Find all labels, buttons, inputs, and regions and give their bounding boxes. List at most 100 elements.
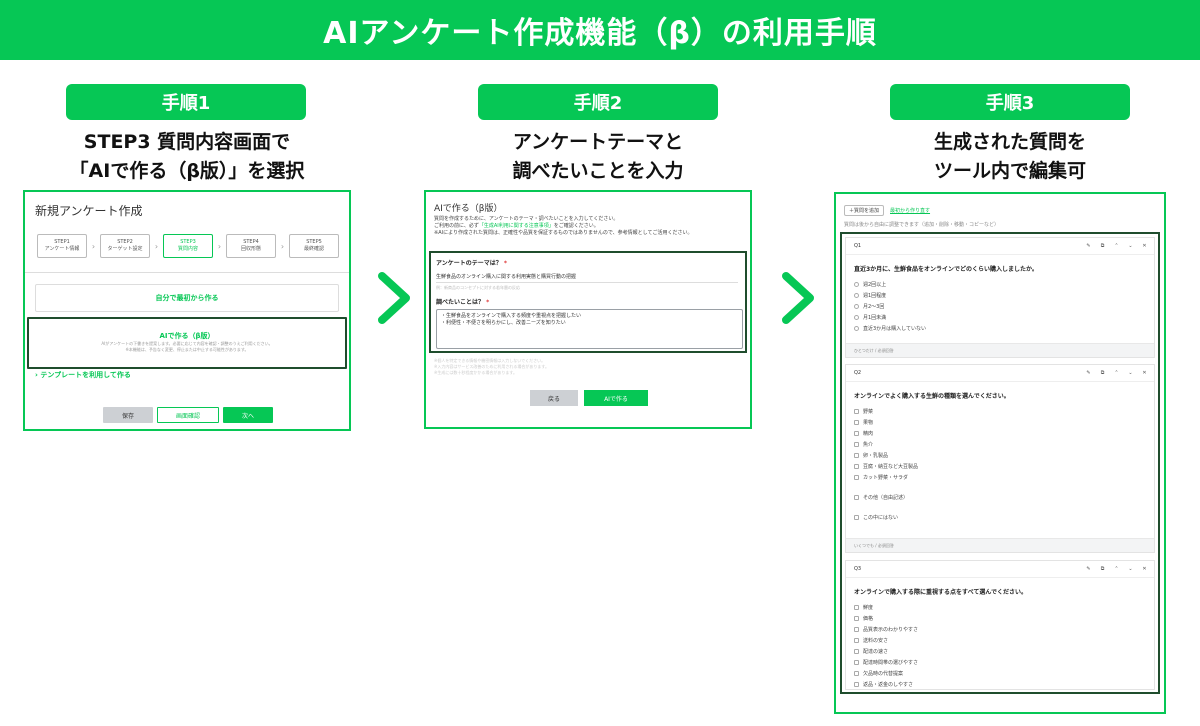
step-desc-3: 生成された質問を ツール内で編集可 (840, 128, 1180, 186)
copy-icon[interactable]: ⧉ (1100, 566, 1105, 572)
edit-icon[interactable]: ✎ (1086, 370, 1091, 376)
move-up-icon[interactable]: ⌃ (1114, 370, 1119, 376)
delete-icon[interactable]: ✕ (1142, 370, 1147, 376)
option-item[interactable]: 配達の速さ (854, 646, 1146, 657)
ai-option-note-2: ※本機能は、予告なく変更、停止または中止する可能性があります。 (125, 347, 249, 352)
question-toolbar: ＋質問を追加 最初から作り直す (844, 205, 930, 216)
checkbox-icon (854, 420, 859, 425)
create-with-ai-option[interactable]: AIで作る（β版） AIがアンケートの下書きを提案します。必要に応じて内容を確認… (27, 317, 347, 369)
preview-button[interactable]: 画面確認 (157, 407, 219, 423)
ai-create-title: AIで作る（β版） (434, 204, 503, 214)
edit-note: 質問は後から自由に調整できます（追加・削除・移動・コピーなど） (844, 222, 1000, 228)
intro-line-3: ※AIにより作成された質問は、正確性や品質を保証するものではありませんので、参考… (434, 230, 693, 236)
checkbox-icon (854, 605, 859, 610)
checkbox-icon (854, 409, 859, 414)
chevron-right-icon: › (280, 241, 285, 251)
move-up-icon[interactable]: ⌃ (1114, 243, 1119, 249)
option-label: 価格 (863, 616, 874, 622)
delete-icon[interactable]: ✕ (1142, 566, 1147, 572)
option-item[interactable]: 野菜 (854, 406, 1146, 417)
checkbox-icon (854, 660, 859, 665)
copy-icon[interactable]: ⧉ (1100, 243, 1105, 249)
question-tools: ✎ ⧉ ⌃ ⌄ ✕ (1085, 566, 1148, 572)
use-template-link[interactable]: › テンプレートを利用して作る (35, 371, 131, 379)
option-item[interactable]: この中にはない (854, 512, 1146, 523)
option-item[interactable]: 月1回未満 (854, 312, 1146, 323)
option-item[interactable]: 品質表示のわかりやすさ (854, 624, 1146, 635)
step-desc-2-line2: 調べたいことを入力 (512, 160, 684, 182)
option-item[interactable]: 卵・乳製品 (854, 450, 1146, 461)
progress-step-3[interactable]: STEP3 質問内容 (163, 234, 213, 258)
move-up-icon[interactable]: ⌃ (1114, 566, 1119, 572)
progress-step-num: STEP3 (180, 239, 196, 245)
question-header: Q2 ✎ ⧉ ⌃ ⌄ ✕ (846, 365, 1154, 382)
theme-label-text: アンケートのテーマは？ (436, 260, 502, 267)
progress-step-5[interactable]: STEP5 最終確認 (289, 234, 339, 258)
checkbox-icon (854, 515, 859, 520)
option-label: その他（自由記述） (863, 495, 909, 501)
question-text: 直近3か月に、生鮮食品をオンラインでどのくらい購入しましたか。 (854, 266, 1038, 273)
move-down-icon[interactable]: ⌄ (1128, 566, 1133, 572)
theme-input[interactable]: 生鮮食品のオンライン購入に関する利用実態と購買行動の把握 (436, 271, 738, 283)
option-item[interactable]: 配達時間帯の選びやすさ (854, 657, 1146, 668)
option-item[interactable]: 週1回程度 (854, 290, 1146, 301)
checkbox-icon (854, 627, 859, 632)
use-template-label: テンプレートを利用して作る (40, 371, 131, 379)
move-down-icon[interactable]: ⌄ (1128, 370, 1133, 376)
option-item[interactable]: 欠品時の代替提案 (854, 668, 1146, 679)
copy-icon[interactable]: ⧉ (1100, 370, 1105, 376)
option-item[interactable]: その他（自由記述） (854, 492, 1146, 503)
radio-icon (854, 326, 859, 331)
move-down-icon[interactable]: ⌄ (1128, 243, 1133, 249)
option-item[interactable]: カット野菜・サラダ (854, 472, 1146, 483)
edit-icon[interactable]: ✎ (1086, 566, 1091, 572)
edit-icon[interactable]: ✎ (1086, 243, 1091, 249)
step-desc-3-line1: 生成された質問を (933, 131, 1086, 153)
option-item[interactable]: 返品・返金のしやすさ (854, 679, 1146, 690)
required-mark: * (486, 299, 490, 306)
option-item[interactable]: 月2〜3回 (854, 301, 1146, 312)
intro-line-2b: をご確認ください。 (553, 223, 599, 229)
generate-with-ai-button[interactable]: AIで作る (584, 390, 648, 406)
option-item[interactable]: 果物 (854, 417, 1146, 428)
chevron-right-icon: › (154, 241, 159, 251)
restart-link[interactable]: 最初から作り直す (890, 208, 931, 214)
question-tools: ✎ ⧉ ⌃ ⌄ ✕ (1085, 243, 1148, 249)
progress-step-1[interactable]: STEP1 アンケート情報 (37, 234, 87, 258)
create-from-scratch-option[interactable]: 自分で最初から作る (35, 284, 339, 312)
divider (25, 272, 349, 273)
option-label: 配達の速さ (863, 649, 889, 655)
checkbox-icon (854, 495, 859, 500)
ai-note-2: ※入力内容はサービス改善のために利用される場合があります。 (434, 364, 549, 369)
option-item[interactable]: 精肉 (854, 428, 1146, 439)
option-item[interactable]: 週2回以上 (854, 279, 1146, 290)
checkbox-icon (854, 453, 859, 458)
wish-textarea[interactable]: ・生鮮食品をオンラインで購入する頻度や重視点を把握したい ・利便性・不便さを明ら… (436, 309, 743, 349)
option-item[interactable]: 直近3か月は購入していない (854, 323, 1146, 334)
option-item[interactable]: 鮮度 (854, 602, 1146, 613)
option-label: 豆腐・納豆など大豆製品 (863, 464, 919, 470)
option-label: カット野菜・サラダ (863, 475, 909, 481)
question-header: Q3 ✎ ⧉ ⌃ ⌄ ✕ (846, 561, 1154, 578)
option-item[interactable]: 価格 (854, 613, 1146, 624)
add-question-button[interactable]: ＋質問を追加 (844, 205, 885, 216)
save-button[interactable]: 保存 (103, 407, 153, 423)
ai-terms-link[interactable]: 「生成AI利用に関する注意事項」 (478, 223, 554, 229)
step-label-3: 手順3 (890, 84, 1130, 120)
radio-icon (854, 315, 859, 320)
banner-title: AIアンケート作成機能（β）の利用手順 (323, 16, 877, 51)
option-item[interactable]: 豆腐・納豆など大豆製品 (854, 461, 1146, 472)
option-item[interactable]: 魚介 (854, 439, 1146, 450)
radio-icon (854, 304, 859, 309)
radio-icon (854, 293, 859, 298)
step-desc-1-line1: STEP3 質問内容画面で (83, 131, 291, 153)
delete-icon[interactable]: ✕ (1142, 243, 1147, 249)
back-button[interactable]: 戻る (530, 390, 578, 406)
next-button[interactable]: 次へ (223, 407, 273, 423)
option-item[interactable]: 送料の安さ (854, 635, 1146, 646)
option-label: 週1回程度 (863, 293, 887, 299)
progress-step-4[interactable]: STEP4 回収形態 (226, 234, 276, 258)
radio-icon (854, 282, 859, 287)
question-text: オンラインで購入する際に重視する点をすべて選んでください。 (854, 589, 1028, 596)
progress-step-2[interactable]: STEP2 ターゲット設定 (100, 234, 150, 258)
